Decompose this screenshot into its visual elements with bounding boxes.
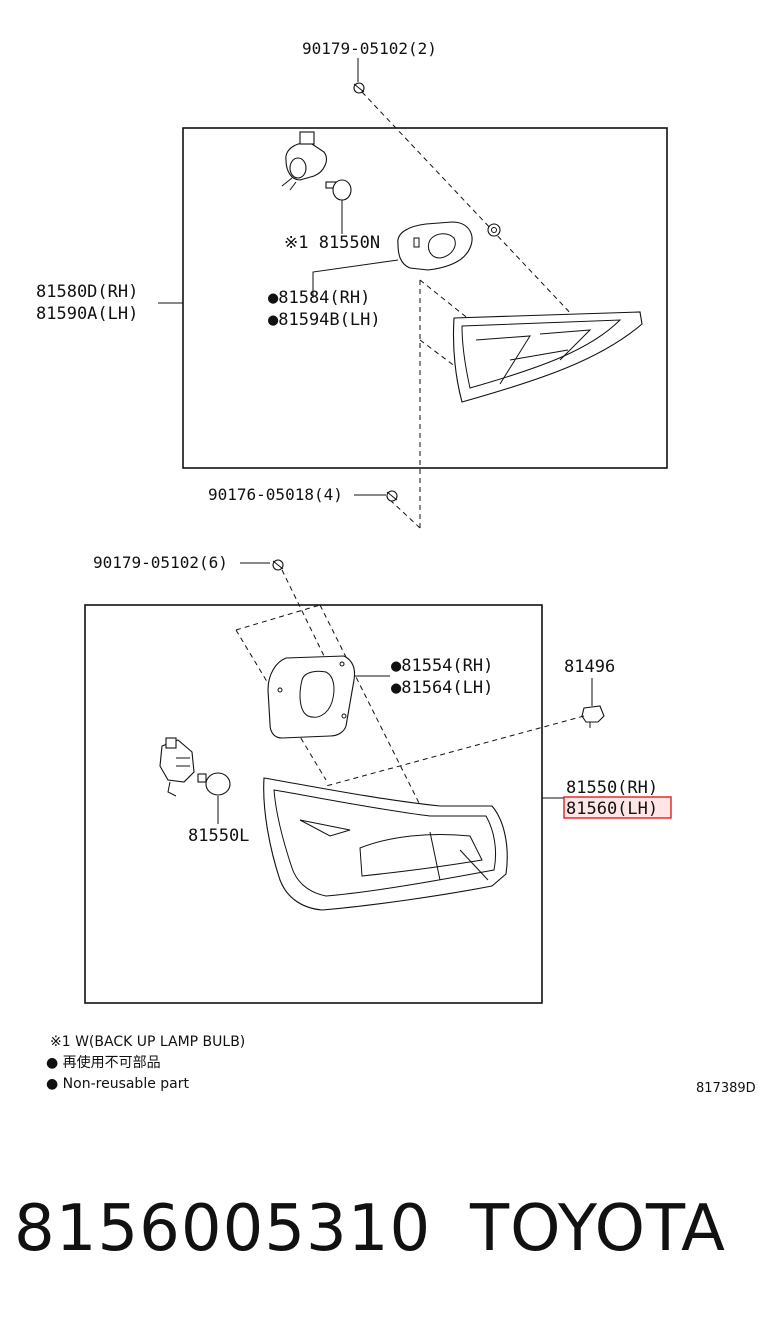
nut-icon	[386, 490, 398, 502]
lower-assembly-frame	[84, 604, 543, 1004]
label-top-bolt[interactable]: 90179-05102(2)	[302, 39, 437, 58]
brand-name: TOYOTA	[470, 1192, 726, 1266]
part-number: 8156005310	[14, 1192, 432, 1266]
label-bulb-backup[interactable]: ※1 81550N	[284, 233, 380, 253]
bulb-lower-icon	[197, 772, 231, 796]
label-lower-bolt[interactable]: 90179-05102(6)	[93, 553, 228, 572]
screw-icon	[353, 82, 365, 94]
highlight-box	[563, 796, 672, 819]
note-non-reusable-en: ● Non-reusable part	[46, 1076, 189, 1092]
label-lamp-rh[interactable]: 81550(RH)	[566, 778, 658, 798]
label-gasket-rh[interactable]: ●81584(RH)	[268, 288, 370, 308]
ref-code: 817389D	[696, 1081, 756, 1096]
upper-lamp-lens	[452, 311, 643, 403]
upper-assembly-frame	[182, 127, 668, 469]
lower-lamp-lens	[263, 777, 508, 911]
bulb-icon	[325, 179, 352, 201]
footer: 8156005310 TOYOTA	[0, 1180, 760, 1300]
label-assy-rh[interactable]: 81580D(RH)	[36, 282, 138, 302]
screw-icon	[272, 559, 284, 571]
label-gasket-lh[interactable]: ●81594B(LH)	[268, 310, 381, 330]
label-clip[interactable]: 81496	[564, 657, 615, 677]
gasket-icon	[397, 221, 473, 271]
label-nut-bottom[interactable]: 90176-05018(4)	[208, 485, 343, 504]
label-gasket2-rh[interactable]: ●81554(RH)	[391, 656, 493, 676]
clip-lower-icon	[581, 705, 605, 728]
note-non-reusable-ja: ● 再使用不可部品	[46, 1054, 161, 1071]
label-gasket2-lh[interactable]: ●81564(LH)	[391, 678, 493, 698]
socket-lower-icon	[159, 737, 195, 797]
clip-icon	[487, 223, 501, 237]
gasket-lower-icon	[267, 655, 356, 739]
label-assy-lh[interactable]: 81590A(LH)	[36, 304, 138, 324]
socket-icon	[281, 131, 327, 191]
label-socket[interactable]: 81550L	[188, 826, 249, 846]
note-backup-bulb: ※1 W(BACK UP LAMP BULB)	[50, 1034, 245, 1050]
parts-diagram: 90179-05102(2) ※1 81550N ●81584(RH) ●815…	[36, 39, 756, 1096]
label-lamp-lh[interactable]: 81560(LH)	[566, 799, 658, 819]
